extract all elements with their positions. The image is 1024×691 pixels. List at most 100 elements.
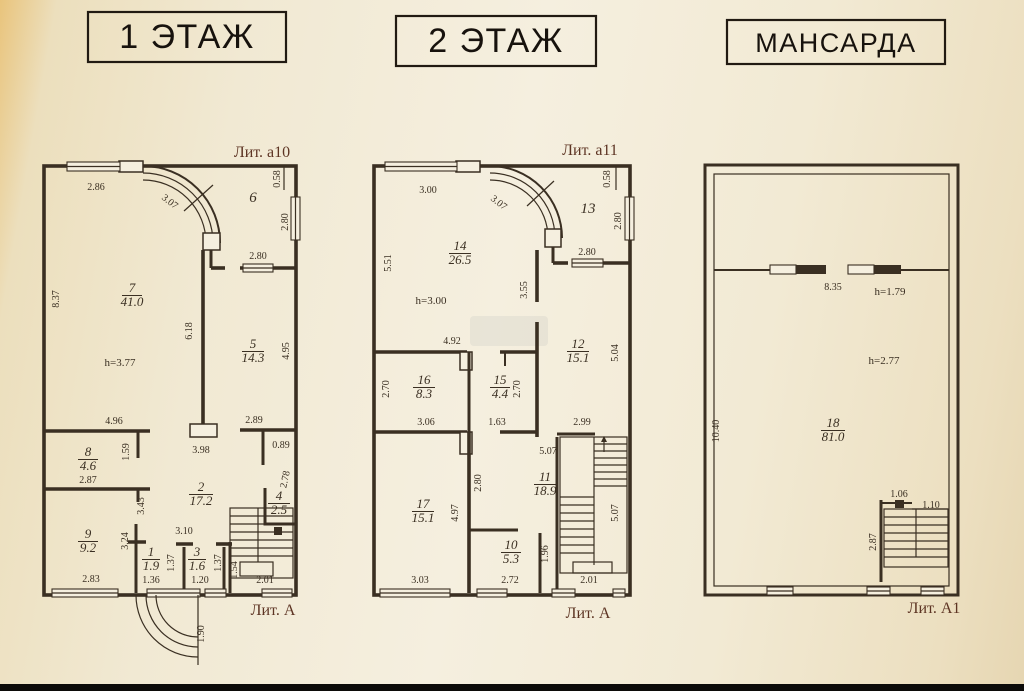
room18-number: 18 [827,415,841,430]
title-box-attic [725,18,947,66]
floor1-room-labels: 6 7 41.0 h=3.77 5 14.3 8 4.6 9 9.2 2 17.… [78,190,290,573]
title-floor2: 2 ЭТАЖ [394,14,598,68]
room9-number: 9 [85,526,92,541]
room18-area: 81.0 [822,429,845,444]
floor1-entry-porch [135,594,199,665]
dim-1-stair-w: 2.01 [256,575,274,586]
dim-2-stair-w: 2.01 [580,575,598,586]
room14-area: 26.5 [449,252,472,267]
room12-area: 15.1 [567,350,590,365]
room8-area: 4.6 [80,458,97,473]
dim-1-porch: 1.90 [196,625,207,643]
dim-2-room15-r: 2.70 [512,380,523,398]
attic-windows [766,586,945,596]
dim-1-arc: 3.07 [159,192,180,211]
room7-area: 41.0 [121,294,144,309]
dim-2-room16-l: 2.70 [381,380,392,398]
room11-number: 11 [539,469,551,484]
dim-2-bottom-m: 2.72 [501,575,519,586]
floor1-stairs [229,507,294,579]
room5-area: 14.3 [242,350,265,365]
floor2-windows [379,161,635,598]
dim-2-right-upper: 2.80 [613,212,624,230]
dim-1-room8-b: 2.87 [79,475,97,486]
room15-area: 4.4 [492,386,509,401]
floor2-stairs [559,436,628,574]
room16-area: 8.3 [416,386,433,401]
room4-number: 4 [276,488,283,503]
dim-1-notch: 0.58 [272,170,283,188]
dim-2-stair-top: 2.99 [573,417,591,428]
dim-2-room13-win: 2.80 [578,247,596,258]
floor2-room-labels: 13 14 26.5 h=3.00 12 15.1 16 8.3 15 4.4 … [412,201,596,566]
dim-1-room9-l: 3.24 [120,532,131,550]
attic-labels: 8.35 h=1.79 h=2.77 10.40 18 81.0 1.06 1.… [711,282,940,551]
room1-area: 1.9 [143,558,160,573]
dim-1-corr-w: 2.89 [245,415,263,426]
dim-2-room16-b: 3.06 [417,417,435,428]
room9-area: 9.2 [80,540,97,555]
dim-2-stair-h: 5.07 [610,504,621,522]
room2-area: 17.2 [190,493,213,508]
room3-area: 1.6 [189,558,206,573]
dim-2-hall-w: 5.07 [539,446,557,457]
room10-area: 5.3 [503,551,520,566]
dim-2-room10-r: 1.96 [540,545,551,563]
dim-a-stair-b: 1.10 [922,500,940,511]
dim-a-stair-a: 1.06 [890,489,908,500]
floor1-litera-bottom: Лит. А [251,602,296,619]
room15-number: 15 [494,372,508,387]
room8-number: 8 [85,444,92,459]
room12-number: 12 [572,336,586,351]
dim-a-left: 10.40 [711,420,722,443]
attic-plan: 8.35 h=1.79 h=2.77 10.40 18 81.0 1.06 1.… [703,163,961,617]
dim-1-room6-win: 2.80 [249,251,267,262]
dim-1-room8-w: 4.96 [105,416,123,427]
dim-1-room8-pier: 1.59 [121,443,132,461]
dim-2-left: 5.51 [383,254,394,272]
attic-height-main: h=2.77 [869,355,900,367]
room3-number: 3 [193,544,201,559]
dim-2-gap: 1.63 [488,417,506,428]
attic-height-low: h=1.79 [875,286,906,298]
dim-1-room1-w: 1.36 [142,575,160,586]
attic-litera-bottom: Лит. А1 [908,600,961,617]
room14-number: 14 [454,238,468,253]
dim-1-room2-b: 3.10 [175,526,193,537]
floor2-height: h=3.00 [416,295,447,307]
dim-2-room14-b: 4.92 [443,336,461,347]
room5-number: 5 [250,336,257,351]
dim-1-bottom-l: 2.83 [82,574,100,585]
dim-1-room2-l: 3.43 [136,497,147,515]
dim-1-left: 8.37 [51,290,62,308]
dim-2-room17-r: 4.97 [450,504,461,522]
room7-number: 7 [129,280,136,295]
room11-area: 18.9 [534,483,557,498]
floor1-litera-top: Лит. а10 [234,144,290,161]
dim-1-room3-w: 1.20 [191,575,209,586]
dim-1-right-mid: 4.95 [281,342,292,360]
title-label-floor2: 2 ЭТАЖ [428,22,564,60]
floor2-litera-top: Лит. а11 [562,142,618,159]
floor1-dimensions: 2.86 3.07 0.58 2.80 2.80 8.37 6.18 4.95 … [51,170,293,643]
attic-stairs [879,500,949,582]
floor2-plan: Лит. а11 [372,142,635,622]
room4-area: 2.5 [271,502,288,517]
title-floor1: 1 ЭТАЖ [86,10,288,64]
room6-number: 6 [249,190,257,206]
dim-2-top: 3.00 [419,185,437,196]
dim-1-mid-gap: 3.98 [192,445,210,456]
floor1-windows [51,161,301,598]
dim-1-right-low: 2.78 [278,470,292,489]
room17-number: 17 [417,496,431,511]
floor1-height: h=3.77 [105,357,136,369]
attic-walls [703,163,960,597]
dim-a-stair-h: 2.87 [868,533,879,551]
dim-2-corr-h: 2.80 [473,474,484,492]
watermark-smudge [470,316,548,346]
dim-1-top: 2.86 [87,182,105,193]
dim-2-bottom-l: 3.03 [411,575,429,586]
dim-1-room1-h: 1.37 [166,554,177,572]
dim-1-stair-l: 1.54 [229,561,240,579]
dim-2-notch: 0.58 [602,170,613,188]
